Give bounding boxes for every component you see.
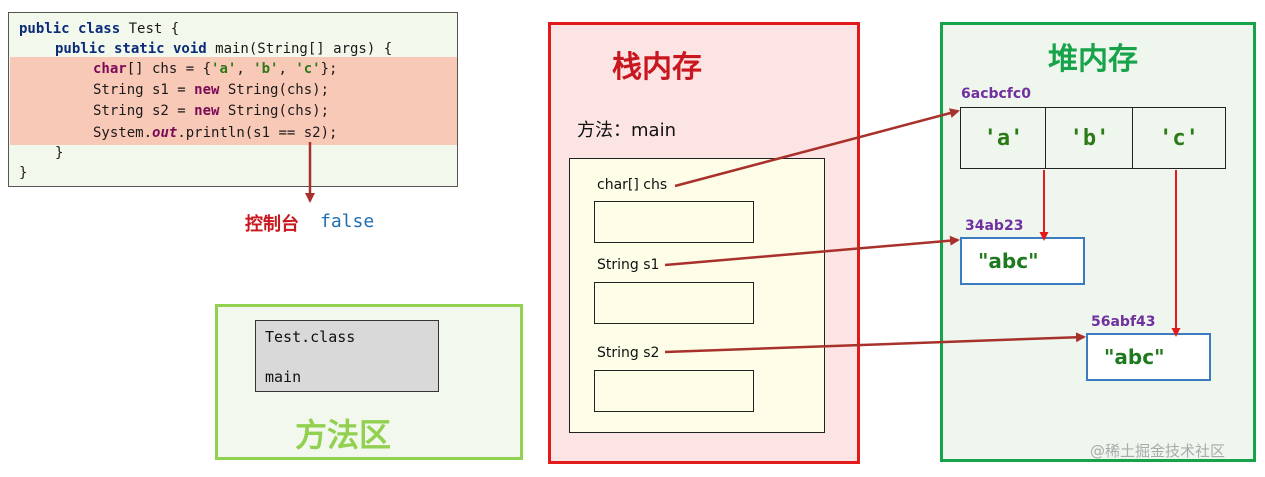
var-label-s2: String s2	[597, 345, 660, 361]
var-label-s1: String s1	[597, 257, 660, 273]
code-line-8: }	[19, 165, 28, 181]
stack-method-label: 方法：main	[577, 120, 676, 141]
method-area-class-box: Test.class main	[255, 320, 439, 392]
code-line-6: System.out.println(s1 == s2);	[93, 125, 338, 141]
console-label: 控制台	[245, 214, 299, 235]
array-cell-c: 'c'	[1132, 107, 1226, 169]
class-name: Test.class	[265, 328, 356, 346]
array-address: 6acbcfc0	[961, 86, 1031, 102]
string1-object: "abc"	[960, 237, 1085, 285]
string2-object: "abc"	[1086, 333, 1211, 381]
var-slot-s1	[594, 282, 754, 324]
array-cell-b: 'b'	[1045, 107, 1134, 169]
method-area-title: 方法区	[295, 416, 392, 454]
code-line-1: public class Test {	[19, 21, 180, 37]
code-line-4: String s1 = new String(chs);	[93, 82, 330, 98]
heap-title: 堆内存	[1048, 42, 1138, 77]
code-highlight	[10, 123, 457, 145]
code-highlight	[10, 101, 457, 123]
code-line-3: char[] chs = {'a', 'b', 'c'};	[93, 61, 338, 77]
code-line-7: }	[55, 145, 64, 161]
var-slot-chs	[594, 201, 754, 243]
string1-address: 34ab23	[965, 218, 1024, 234]
watermark: @稀土掘金技术社区	[1090, 442, 1226, 460]
code-line-5: String s2 = new String(chs);	[93, 103, 330, 119]
console-output: false	[320, 211, 375, 232]
array-cell-a: 'a'	[960, 107, 1047, 169]
stack-title: 栈内存	[612, 50, 702, 85]
code-highlight	[10, 57, 457, 79]
var-label-chs: char[] chs	[597, 177, 668, 193]
class-method: main	[265, 368, 302, 386]
var-slot-s2	[594, 370, 754, 412]
string2-address: 56abf43	[1091, 314, 1156, 330]
code-line-2: public static void main(String[] args) {	[55, 41, 393, 57]
code-panel: public class Test { public static void m…	[8, 12, 458, 187]
code-highlight	[10, 79, 457, 101]
